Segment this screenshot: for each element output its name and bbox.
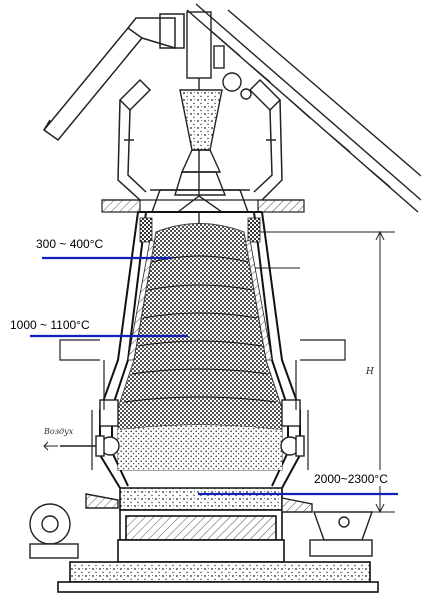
temperature-markers: 300 ~ 400°C 1000 ~ 1100°C 2000~2300°C bbox=[8, 235, 412, 496]
air-inlet-arrow: Воздух bbox=[43, 427, 74, 451]
charging-apparatus bbox=[150, 11, 252, 225]
throat-platform bbox=[101, 199, 395, 269]
tapping-equipment bbox=[29, 493, 373, 559]
support-columns bbox=[59, 339, 346, 470]
height-dimension bbox=[360, 230, 395, 514]
gas-uptake-ducts bbox=[42, 13, 283, 201]
temperature-bottom-label: 2000~2300°C bbox=[314, 472, 388, 486]
height-label: H bbox=[365, 367, 374, 377]
temperature-middle-label: 1000 ~ 1100°C bbox=[10, 318, 90, 332]
coke-zone bbox=[118, 425, 282, 470]
skip-hoist-bridge bbox=[186, 3, 421, 213]
temperature-top-label: 300 ~ 400°C bbox=[36, 237, 104, 251]
air-inlet-label: Воздух bbox=[43, 427, 74, 436]
